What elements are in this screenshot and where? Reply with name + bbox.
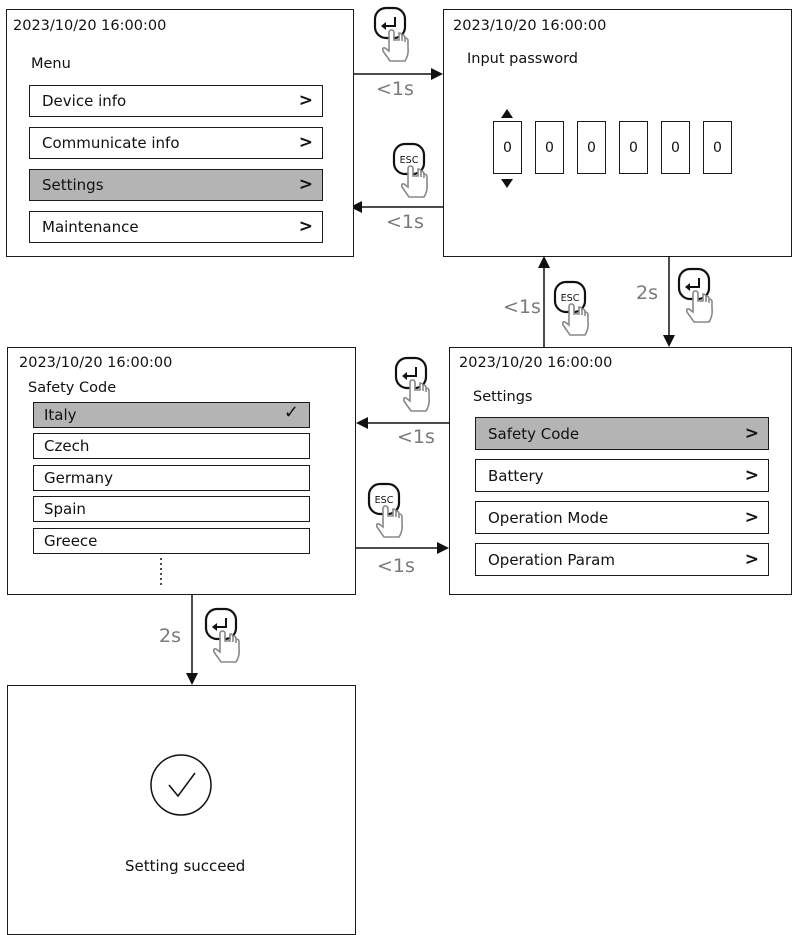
chevron-right-icon: > (298, 174, 313, 195)
safety-item-spain[interactable]: Spain (33, 496, 310, 522)
menu-screen: 2023/10/20 16:00:00 Menu Device info > C… (6, 9, 354, 257)
settings-item-label: Safety Code (488, 424, 580, 443)
up-arrow-icon[interactable] (501, 109, 513, 119)
success-check-icon (150, 754, 212, 816)
chevron-right-icon: > (298, 216, 313, 237)
settings-item-operation-param[interactable]: Operation Param > (475, 543, 769, 576)
esc-key-press-icon: ESC (367, 482, 403, 538)
menu-item-device-info[interactable]: Device info > (29, 85, 323, 117)
esc-key-press-icon: ESC (553, 280, 589, 336)
settings-screen: 2023/10/20 16:00:00 Settings Safety Code… (449, 347, 792, 595)
chevron-right-icon: > (298, 132, 313, 153)
safety-item-label: Greece (44, 532, 98, 550)
transition-safety-to-settings: <1s (377, 555, 415, 577)
chevron-right-icon: > (744, 423, 759, 444)
transition-password-to-settings: 2s (636, 282, 658, 304)
safety-item-italy[interactable]: Italy ✓ (33, 402, 310, 428)
safety-item-label: Germany (44, 469, 113, 487)
settings-item-label: Battery (488, 466, 544, 485)
esc-label: ESC (561, 293, 580, 304)
page-title: Settings (473, 389, 533, 405)
enter-key-press-icon (373, 6, 409, 62)
settings-item-battery[interactable]: Battery > (475, 459, 769, 492)
safety-code-screen: 2023/10/20 16:00:00 Safety Code Italy ✓ … (7, 347, 356, 595)
down-arrow-icon[interactable] (501, 179, 513, 189)
password-digit-5[interactable]: 0 (661, 121, 690, 174)
success-screen: Setting succeed (7, 685, 356, 935)
chevron-right-icon: > (298, 90, 313, 111)
menu-item-maintenance[interactable]: Maintenance > (29, 211, 323, 243)
more-items-ellipsis-icon (160, 558, 162, 588)
settings-item-label: Operation Param (488, 550, 615, 569)
check-icon: ✓ (283, 402, 299, 423)
safety-item-label: Spain (44, 500, 86, 518)
timestamp: 2023/10/20 16:00:00 (19, 355, 173, 371)
transition-password-to-menu: <1s (386, 211, 424, 233)
safety-item-czech[interactable]: Czech (33, 433, 310, 459)
settings-item-operation-mode[interactable]: Operation Mode > (475, 501, 769, 534)
success-message: Setting succeed (125, 857, 246, 875)
transition-safety-to-success: 2s (159, 625, 181, 647)
password-digit-6[interactable]: 0 (703, 121, 732, 174)
transition-settings-to-safety: <1s (397, 426, 435, 448)
timestamp: 2023/10/20 16:00:00 (453, 18, 607, 34)
password-screen: 2023/10/20 16:00:00 Input password 0 0 0… (443, 9, 792, 257)
enter-key-press-icon (677, 267, 713, 323)
safety-item-germany[interactable]: Germany (33, 465, 310, 491)
page-title: Input password (467, 51, 578, 67)
enter-key-press-icon (204, 607, 240, 663)
menu-item-settings[interactable]: Settings > (29, 169, 323, 201)
page-title: Safety Code (28, 380, 117, 396)
menu-item-label: Settings (42, 176, 104, 194)
password-digit-2[interactable]: 0 (535, 121, 564, 174)
menu-item-label: Device info (42, 92, 127, 110)
esc-label: ESC (375, 495, 394, 506)
menu-item-label: Communicate info (42, 134, 180, 152)
settings-item-safety-code[interactable]: Safety Code > (475, 417, 769, 450)
esc-key-press-icon: ESC (392, 142, 428, 198)
safety-item-label: Czech (44, 437, 90, 455)
settings-item-label: Operation Mode (488, 508, 609, 527)
timestamp: 2023/10/20 16:00:00 (459, 355, 613, 371)
password-digit-1[interactable]: 0 (493, 121, 522, 174)
enter-key-press-icon (394, 356, 430, 412)
menu-item-communicate-info[interactable]: Communicate info > (29, 127, 323, 159)
page-title: Menu (31, 56, 71, 72)
safety-item-label: Italy (44, 406, 77, 424)
transition-menu-to-password: <1s (376, 78, 414, 100)
transition-settings-to-password: <1s (503, 296, 541, 318)
safety-item-greece[interactable]: Greece (33, 528, 310, 554)
password-digit-4[interactable]: 0 (619, 121, 648, 174)
chevron-right-icon: > (744, 507, 759, 528)
chevron-right-icon: > (744, 465, 759, 486)
esc-label: ESC (400, 155, 419, 166)
timestamp: 2023/10/20 16:00:00 (13, 18, 167, 34)
chevron-right-icon: > (744, 549, 759, 570)
menu-item-label: Maintenance (42, 218, 139, 236)
password-digit-3[interactable]: 0 (577, 121, 606, 174)
